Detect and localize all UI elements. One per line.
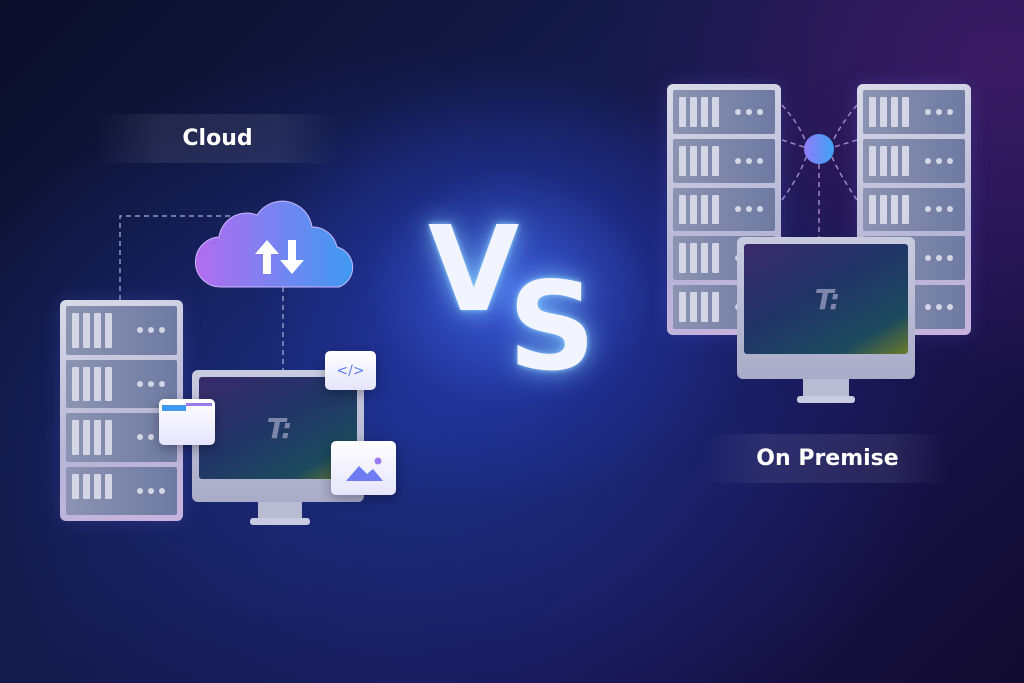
vs-letter-v: V: [428, 200, 520, 338]
server-unit: [673, 187, 775, 232]
logo: T⁠:: [266, 411, 293, 445]
server-unit: [673, 138, 775, 183]
server-unit: [673, 90, 775, 134]
image-icon: [331, 441, 396, 495]
code-card: </>: [325, 351, 376, 390]
server-unit: [66, 359, 177, 408]
vs-letter-s: S: [508, 256, 596, 398]
server-unit: [66, 306, 177, 355]
cloud-monitor: T⁠:: [192, 370, 364, 502]
cloud-label: Cloud: [95, 114, 340, 163]
on-premise-label: On Premise: [705, 434, 950, 483]
server-unit: [863, 90, 965, 134]
server-unit: [66, 413, 177, 462]
server-unit: [66, 466, 177, 515]
cloud-sync-icon: [194, 200, 354, 288]
on-premise-monitor: T⁠:: [737, 237, 915, 379]
server-unit: [863, 138, 965, 183]
server-unit: [863, 187, 965, 232]
logo: T⁠:: [814, 282, 841, 316]
network-node-icon: [804, 134, 834, 164]
folder-icon: [159, 399, 215, 445]
